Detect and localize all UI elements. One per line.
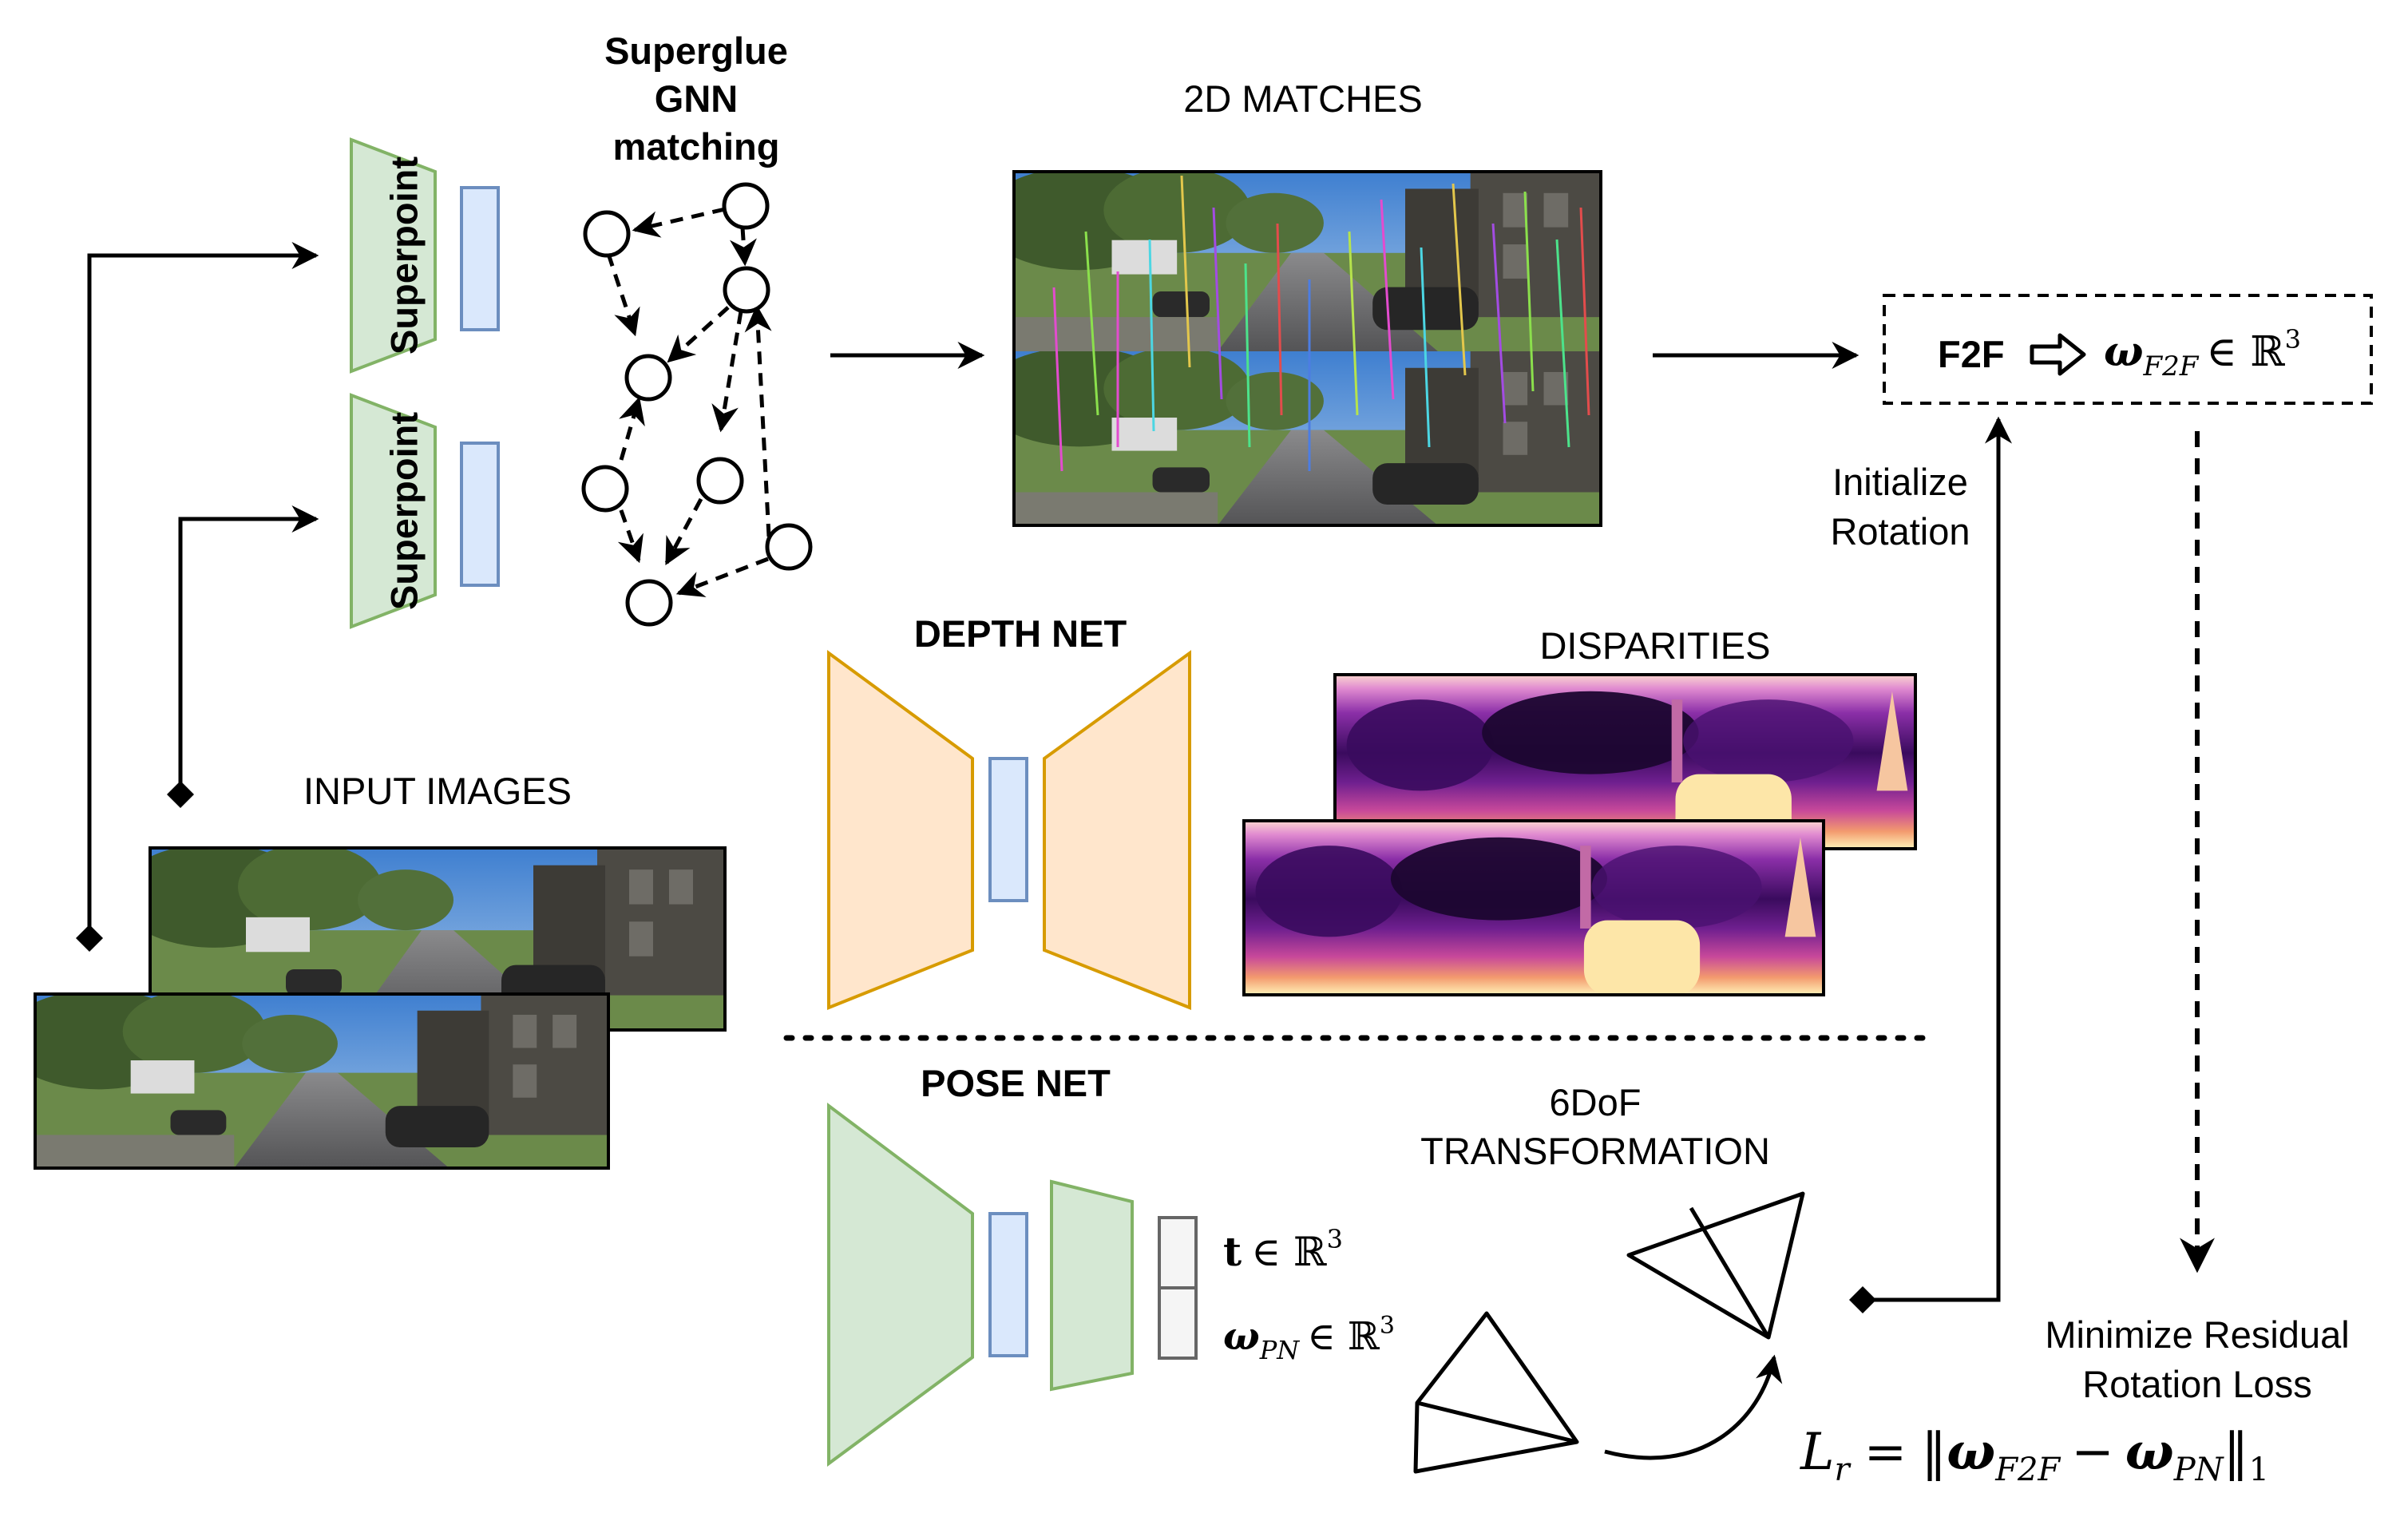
superpoint-top: Superpoint	[350, 137, 437, 374]
matches-image	[1012, 170, 1602, 527]
gnn-node	[722, 182, 770, 230]
pose-net-encoder	[827, 1103, 974, 1467]
gnn-node	[625, 579, 673, 627]
pose-net-head	[1050, 1179, 1134, 1392]
loss-formula: Lr=‖ωF2F−ωPN‖1	[1800, 1422, 2269, 1488]
input-arrow-bottom	[167, 505, 319, 808]
f2f-box	[1883, 294, 2373, 405]
pose-output-t	[1158, 1216, 1198, 1289]
superglue-title-3: matching	[613, 125, 780, 168]
translation-formula: t∈ ℝ3	[1223, 1224, 1343, 1275]
camera-frustum-1	[1413, 1311, 1579, 1474]
gnn-graph	[581, 182, 813, 627]
pose-output-omega	[1158, 1286, 1198, 1360]
superpoint-bottom-label: Superpoint	[382, 412, 425, 610]
superglue-title-1: Superglue	[604, 30, 788, 72]
input-image-front	[34, 992, 610, 1170]
f2f-label: F2F	[1938, 333, 2005, 375]
f2f-omega-formula: ωF2F∈ ℝ3	[2104, 324, 2301, 382]
depth-net-decoder	[1043, 650, 1191, 1010]
superglue-title-2: GNN	[655, 77, 738, 120]
minimize-label-2: Rotation Loss	[2082, 1363, 2311, 1405]
superpoint-top-feature	[460, 186, 500, 331]
transformation-arrow	[1604, 1354, 1783, 1460]
matches-title: 2D MATCHES	[1183, 77, 1422, 120]
gnn-node	[624, 354, 672, 402]
depth-net-bottleneck	[988, 757, 1028, 902]
pose-net-title: POSE NET	[921, 1062, 1111, 1104]
superpoint-bottom: Superpoint	[350, 393, 437, 629]
depth-net-title: DEPTH NET	[914, 612, 1127, 655]
initialize-label-1: Initialize	[1832, 461, 1968, 503]
superpoint-bottom-feature	[460, 442, 500, 587]
superpoint-top-label: Superpoint	[382, 156, 425, 355]
initialize-label-2: Rotation	[1830, 510, 1970, 553]
minimize-label-1: Minimize Residual	[2045, 1313, 2349, 1356]
gnn-node	[581, 465, 629, 513]
arrow-initialize-rotation	[1849, 416, 2012, 1313]
implies-arrow-icon	[2030, 333, 2086, 376]
input-arrow-top	[76, 242, 319, 952]
omega-pn-formula: ωPN∈ ℝ3	[1223, 1312, 1395, 1365]
disparity-map-front	[1242, 819, 1825, 996]
disparities-title: DISPARITIES	[1539, 624, 1770, 667]
pose-net-bottleneck	[988, 1212, 1028, 1357]
gnn-node	[583, 210, 631, 258]
gnn-node	[723, 266, 770, 314]
dof-title-1: 6DoF	[1550, 1081, 1642, 1123]
input-images-title: INPUT IMAGES	[303, 770, 572, 812]
camera-frustum-2	[1626, 1191, 1805, 1340]
depth-net-encoder	[827, 650, 974, 1010]
dof-title-2: TRANSFORMATION	[1420, 1130, 1770, 1172]
gnn-node	[696, 457, 744, 505]
gnn-node	[765, 523, 813, 571]
